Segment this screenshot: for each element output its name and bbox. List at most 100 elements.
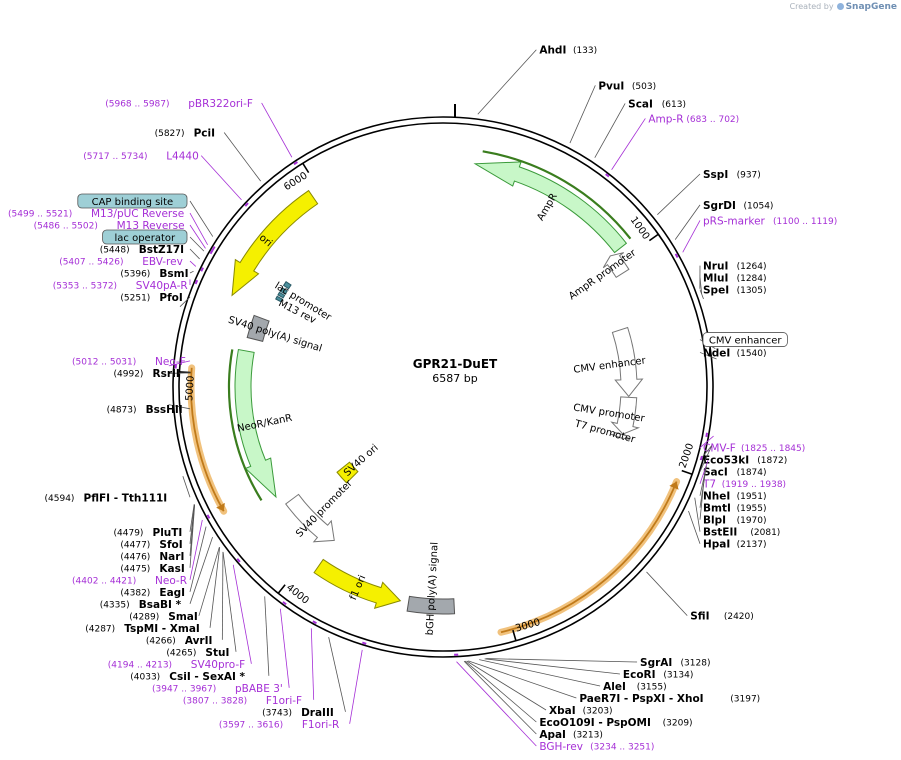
site-label-bstz17i[interactable]: (5448)BstZ17I bbox=[100, 244, 184, 256]
site-label-sgrai[interactable]: (3128)SgrAI bbox=[640, 657, 710, 669]
site-label-tspmi[interactable]: (4287)TspMI - XmaI bbox=[85, 623, 200, 635]
site-label-nhei[interactable]: (1951) NheI bbox=[703, 491, 767, 503]
site-label-pflfi[interactable]: (4594)PflFI - Tth111I bbox=[45, 492, 168, 504]
site-label-nrui[interactable]: (1264)NruI bbox=[703, 261, 767, 273]
site-label-pbabe3[interactable]: (3947 .. 3967)pBABE 3' bbox=[152, 683, 283, 695]
leader-sgrai bbox=[486, 658, 638, 663]
site-label-ecori[interactable]: (3134)EcoRI bbox=[623, 669, 693, 681]
site-label-f1ori-r[interactable]: (3597 .. 3616)F1ori-R bbox=[219, 719, 339, 731]
site-label-sgrdi[interactable]: (1054)SgrDI bbox=[703, 200, 773, 212]
site-pos-paer7i: (3197) bbox=[730, 695, 760, 705]
site-label-plutI[interactable]: (4479)PluTI bbox=[114, 527, 183, 539]
site-label-xbai[interactable]: (3203)XbaI bbox=[549, 705, 613, 717]
feature-t7-promoter bbox=[610, 431, 631, 440]
site-label-pvui[interactable]: (503)PvuI bbox=[598, 80, 656, 92]
leader-kasi bbox=[189, 505, 196, 568]
site-label-pfoi[interactable]: (5251)PfoI bbox=[120, 292, 182, 304]
site-label-bsmi[interactable]: (5396)BsmI bbox=[120, 268, 188, 280]
site-label-cap-binding-site[interactable]: CAP binding site bbox=[77, 193, 188, 209]
site-label-eco53ki[interactable]: (1872)Eco53kI bbox=[703, 455, 787, 467]
site-label-avrii[interactable]: (4266) AvrII bbox=[146, 635, 213, 647]
site-name-bgh-rev: BGH-rev bbox=[539, 741, 583, 753]
site-label-apai[interactable]: (3213)ApaI bbox=[539, 729, 603, 741]
primer-mark-f1ori-f bbox=[312, 620, 317, 625]
site-label-saci[interactable]: (1874)SacI bbox=[703, 467, 767, 479]
site-label-sv40pro-f[interactable]: (4194 .. 4213)SV40pro-F bbox=[108, 659, 245, 671]
site-label-bmti[interactable]: (1955)BmtI bbox=[703, 503, 767, 515]
site-label-ahdi[interactable]: (133)AhdI bbox=[539, 45, 597, 57]
site-name-paer7i: PaeR7I - PspXI - XhoI bbox=[579, 693, 703, 705]
site-label-ebv-rev[interactable]: (5407 .. 5426)EBV-rev bbox=[59, 256, 183, 268]
leader-blpi bbox=[699, 470, 706, 520]
site-label-m13-reverse[interactable]: (5486 .. 5502)M13 Reverse bbox=[34, 220, 185, 232]
site-label-neo-f[interactable]: (5012 .. 5031)Neo-F bbox=[72, 356, 186, 368]
site-name-cmv-f: CMV-F bbox=[703, 443, 736, 455]
site-label-hpai[interactable]: (2137)HpaI bbox=[703, 539, 767, 551]
site-label-t7[interactable]: (1919 .. 1938)T7 bbox=[702, 479, 786, 491]
site-name-neo-r: Neo-R bbox=[155, 575, 187, 587]
primer-mark-sv40pa-r bbox=[194, 279, 199, 285]
site-pos-m13-reverse: (5486 .. 5502) bbox=[34, 222, 98, 232]
site-pos-hpai: (2137) bbox=[737, 540, 767, 550]
site-label-pcii[interactable]: (5827)PciI bbox=[155, 127, 215, 139]
site-label-spei[interactable]: (1305)SpeI bbox=[703, 285, 767, 297]
site-label-draiii[interactable]: (3743)DraIII bbox=[262, 707, 334, 719]
site-pos-f1ori-f: (3807 .. 3828) bbox=[183, 696, 247, 706]
site-label-eagi[interactable]: (4382)EagI bbox=[120, 587, 185, 599]
site-name-avrii: AvrII bbox=[185, 635, 213, 647]
site-pos-bgh-rev: (3234 .. 3251) bbox=[590, 743, 654, 753]
site-pos-t7: (1919 .. 1938) bbox=[722, 480, 786, 490]
site-label-lac-operator[interactable]: lac operator bbox=[102, 229, 188, 245]
site-label-m13-puc-reverse[interactable]: (5499 .. 5521)M13/pUC Reverse bbox=[8, 208, 184, 220]
site-label-csii[interactable]: (4033)CsiI - SexAI * bbox=[130, 671, 245, 683]
site-label-scai[interactable]: (613)ScaI bbox=[628, 98, 686, 110]
site-label-paer7i[interactable]: (3197) PaeR7I - PspXI - XhoI bbox=[579, 693, 760, 705]
site-label-bsshii[interactable]: (4873)BssHII bbox=[107, 404, 183, 416]
site-label-bsabi[interactable]: (4335)BsaBI * bbox=[100, 599, 182, 611]
site-label-sfii[interactable]: (2420)SfiI bbox=[690, 611, 754, 623]
site-label-layer: (133)AhdI (503)PvuI (613)ScaI (683 .. 702)A… bbox=[8, 45, 837, 753]
site-label-ndei[interactable]: (1540)NdeI bbox=[703, 347, 767, 359]
site-label-pbr322ori-f[interactable]: (5968 .. 5987)pBR322ori-F bbox=[105, 98, 253, 110]
feature-label-ampr: AmpR bbox=[535, 192, 560, 223]
site-pos-avrii: (4266) bbox=[146, 636, 176, 646]
orf-glow-layer bbox=[187, 364, 681, 636]
site-label-rsrii[interactable]: (4992)RsrII bbox=[114, 368, 180, 380]
site-label-sv40pa-r[interactable]: (5353 .. 5372)SV40pA-R bbox=[53, 280, 188, 292]
site-name-ecori: EcoRI bbox=[623, 669, 656, 681]
site-label-bsteii[interactable]: (2081)BstEII bbox=[703, 527, 780, 539]
site-label-sspi[interactable]: (937)SspI bbox=[703, 169, 761, 181]
site-pos-sspi: (937) bbox=[737, 171, 761, 181]
site-pos-nari: (4476) bbox=[120, 552, 150, 562]
site-label-cmv-f[interactable]: (1825 .. 1845)CMV-F bbox=[703, 443, 805, 455]
site-pos-neo-f: (5012 .. 5031) bbox=[72, 357, 136, 367]
leader-rsrii bbox=[168, 372, 191, 374]
site-pos-eagi: (4382) bbox=[120, 588, 150, 598]
site-label-mlui[interactable]: (1284)MluI bbox=[703, 273, 767, 285]
plasmid-length: 6587 bp bbox=[432, 372, 477, 385]
site-pos-nhei: (1951) bbox=[737, 492, 767, 502]
site-label-sfoi[interactable]: (4477)SfoI bbox=[120, 539, 182, 551]
site-label-amp-r[interactable]: (683 .. 702)Amp-R bbox=[648, 113, 739, 125]
leader-pbabe3 bbox=[279, 608, 290, 688]
site-label-bgh-rev[interactable]: (3234 .. 3251) BGH-rev bbox=[539, 741, 654, 753]
leader-neo-r bbox=[189, 519, 203, 580]
translation-ampr bbox=[482, 150, 632, 240]
site-label-ecoo109i[interactable]: (3209)EcoO109I - PspOMI bbox=[539, 717, 692, 729]
site-label-prs-marker[interactable]: (1100 .. 1119)pRS-marker bbox=[703, 215, 837, 227]
site-name-sgrdi: SgrDI bbox=[703, 200, 736, 212]
site-label-kasi[interactable]: (4475)KasI bbox=[120, 563, 184, 575]
site-label-l4440[interactable]: (5717 .. 5734)L4440 bbox=[83, 151, 199, 163]
site-label-smai[interactable]: (4289)SmaI bbox=[129, 611, 198, 623]
site-label-alei[interactable]: (3155)AleI bbox=[603, 681, 667, 693]
site-label-neo-r[interactable]: (4402 .. 4421)Neo-R bbox=[72, 575, 187, 587]
site-name-pcii: PciI bbox=[194, 127, 215, 139]
site-label-blpi[interactable]: (1970)BlpI bbox=[703, 515, 767, 527]
leader-saci bbox=[699, 445, 712, 472]
site-pos-stui: (4265) bbox=[166, 648, 196, 658]
site-label-f1ori-f[interactable]: (3807 .. 3828)F1ori-F bbox=[183, 695, 302, 707]
site-label-stui[interactable]: (4265)StuI bbox=[166, 647, 229, 659]
site-name-nhei: NheI bbox=[703, 491, 730, 503]
site-label-cmv-enhancer[interactable]: CMV enhancer bbox=[702, 332, 788, 347]
site-label-nari[interactable]: (4476)NarI bbox=[120, 551, 184, 563]
